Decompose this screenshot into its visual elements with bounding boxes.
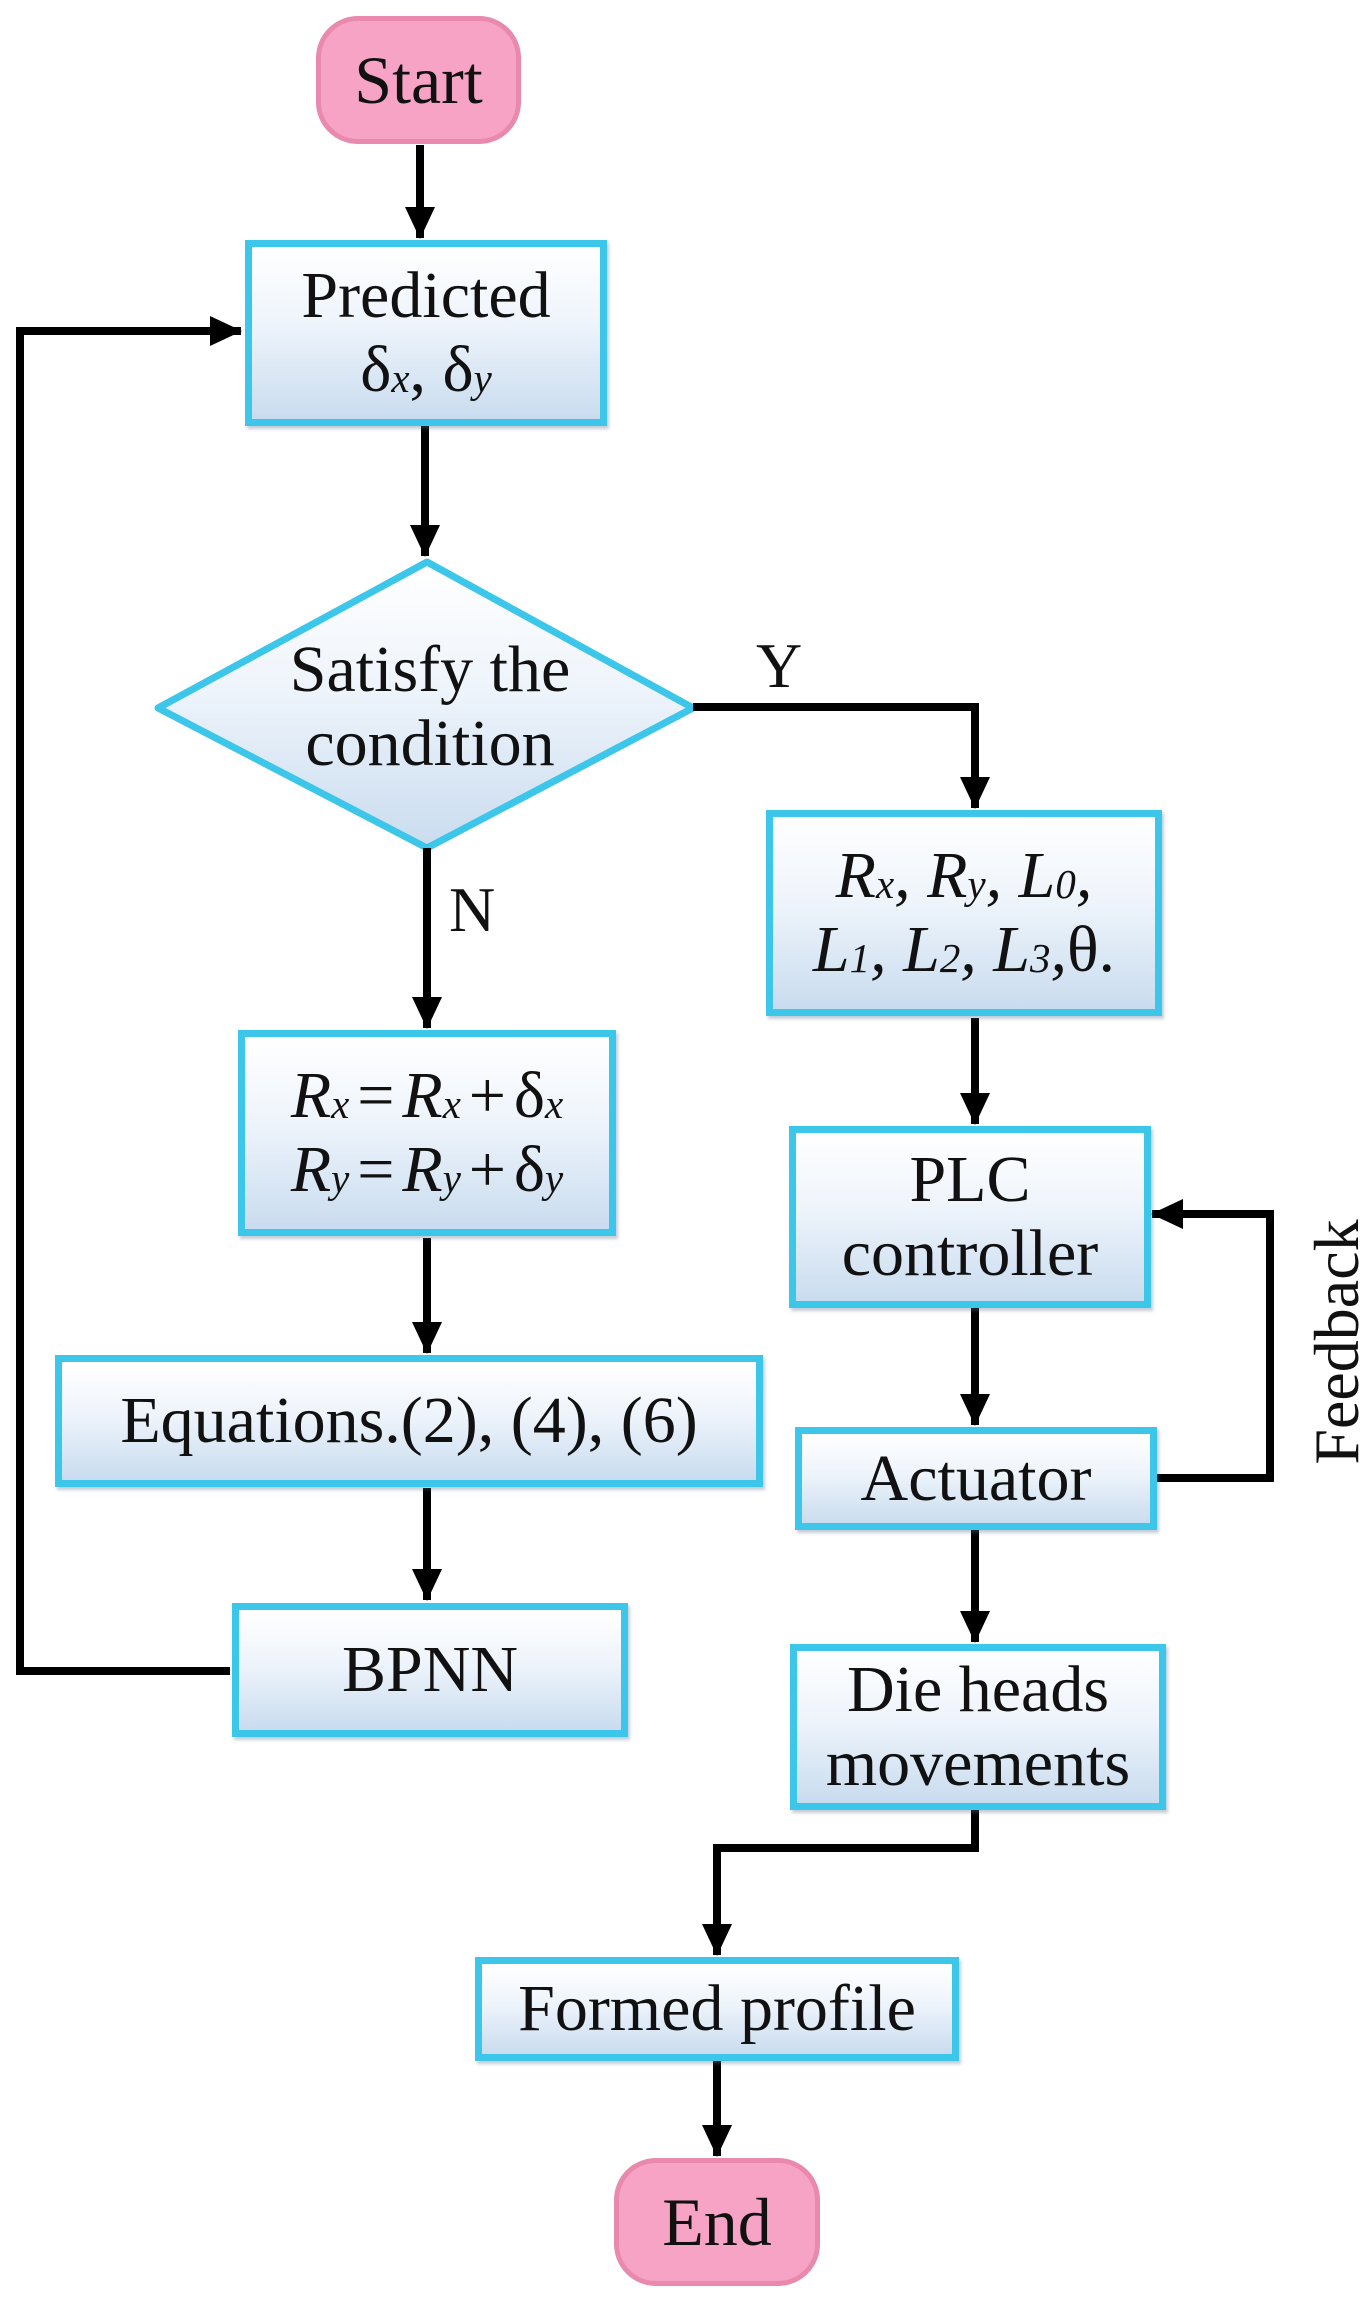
movements-label: movements — [825, 1727, 1131, 1800]
predicted-deltas: δx, δy — [360, 333, 492, 406]
parameters-box: Rx, Ry, L0, L1, L2, L3,θ. — [766, 810, 1162, 1016]
update-box: Rx=Rx+δx Ry=Ry+δy — [238, 1030, 616, 1236]
actuator-label: Actuator — [860, 1441, 1092, 1515]
arrow-die-to-formed — [702, 1810, 979, 1956]
update-ry-equation: Ry=Ry+δy — [290, 1133, 564, 1206]
predicted-box: Predicted δx, δy — [245, 240, 607, 426]
die-heads-label: Die heads — [846, 1653, 1110, 1727]
bpnn-box: BPNN — [232, 1603, 628, 1737]
end-terminal: End — [614, 2158, 820, 2286]
equations-box: Equations.(2), (4), (6) — [55, 1355, 763, 1487]
equations-label: Equations.(2), (4), (6) — [120, 1384, 698, 1458]
yes-label: Y — [756, 630, 803, 701]
arrow-feedback — [1151, 1199, 1274, 1482]
start-terminal: Start — [316, 16, 521, 144]
decision-label: Satisfy the condition — [289, 633, 571, 780]
formed-profile-label: Formed profile — [518, 1972, 916, 2046]
feedback-label: Feedback — [1301, 1219, 1371, 1465]
plc-label: PLC — [909, 1143, 1031, 1217]
plc-controller-box: PLC controller — [789, 1126, 1151, 1308]
end-label: End — [662, 2183, 772, 2260]
predicted-label: Predicted — [301, 259, 551, 333]
start-label: Start — [354, 41, 483, 118]
parameters-line-2: L1, L2, L3,θ. — [812, 913, 1116, 986]
arrow-decision-yes — [693, 703, 990, 809]
no-label: N — [449, 874, 496, 945]
bpnn-label: BPNN — [341, 1633, 519, 1707]
formed-profile-box: Formed profile — [475, 1957, 959, 2061]
die-heads-box: Die heads movements — [790, 1644, 1166, 1810]
actuator-box: Actuator — [795, 1427, 1157, 1530]
update-rx-equation: Rx=Rx+δx — [290, 1059, 564, 1133]
parameters-line-1: Rx, Ry, L0, — [835, 839, 1093, 913]
controller-label: controller — [841, 1217, 1099, 1290]
arrow-bpnn-loop-back — [16, 316, 242, 1675]
